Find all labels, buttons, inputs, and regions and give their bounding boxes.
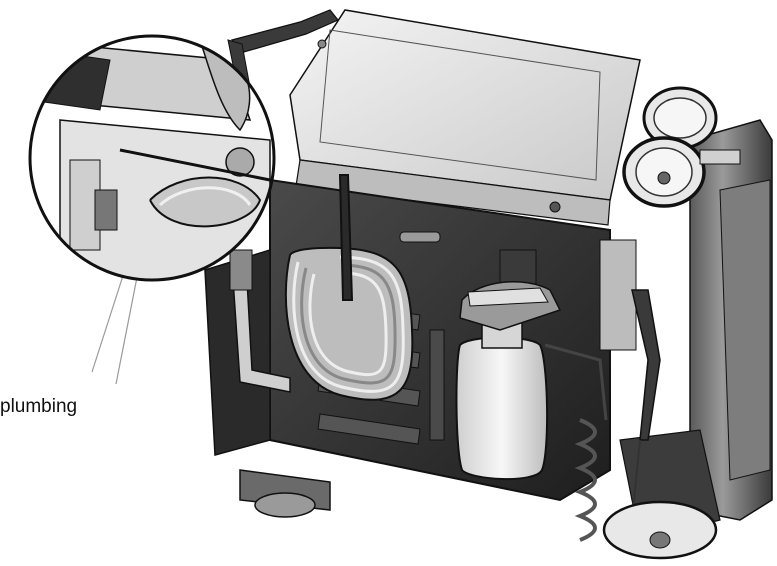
front-panel — [204, 178, 637, 502]
spray-wand — [544, 289, 661, 542]
callout-leader-lines — [91, 259, 141, 385]
side-tank — [619, 119, 773, 541]
bottle — [455, 281, 562, 480]
coil-tubing — [284, 174, 414, 401]
callout-label-plumbing: plumbing — [0, 396, 78, 417]
drain-pipe — [229, 249, 291, 393]
lower-wheels — [239, 469, 718, 560]
zoom-detail-circle — [28, 34, 276, 282]
top-housing — [289, 9, 641, 226]
upper-wheels — [622, 86, 741, 208]
